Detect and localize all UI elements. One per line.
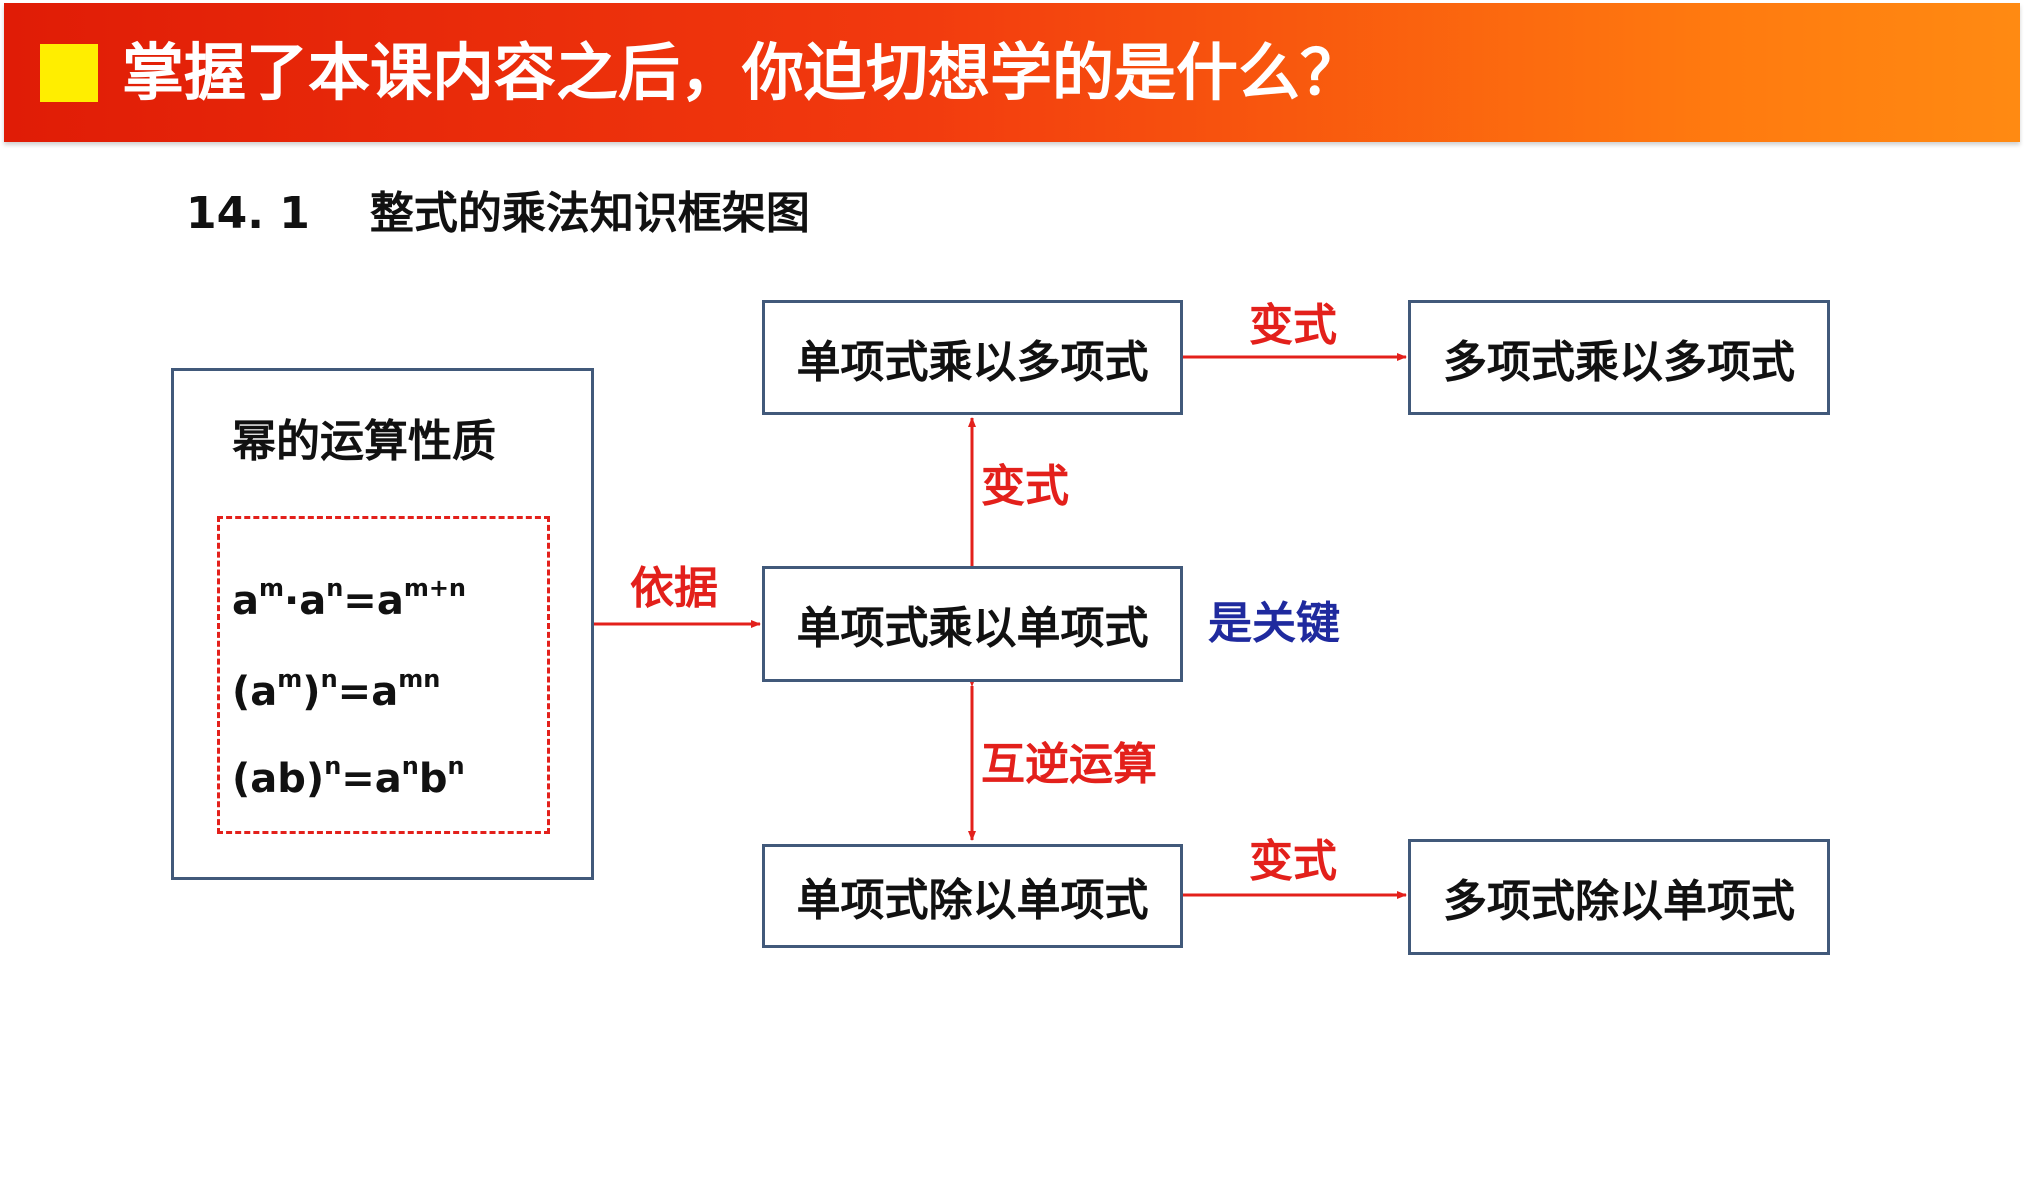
node-poly-times-poly: 多项式乘以多项式 — [1408, 300, 1830, 415]
node-mono-times-poly: 单项式乘以多项式 — [762, 300, 1183, 415]
formula-product-power-rule: (ab)n=anbn — [232, 752, 465, 802]
label-transform-top: 变式 — [1249, 300, 1337, 351]
node-mono-div-mono: 单项式除以单项式 — [762, 844, 1183, 948]
label-key: 是关键 — [1208, 598, 1340, 649]
label-inverse: 互逆运算 — [981, 739, 1157, 790]
label-transform-mid: 变式 — [981, 461, 1069, 512]
node-mono-times-mono: 单项式乘以单项式 — [762, 566, 1183, 682]
formula-power-rule: (am)n=amn — [232, 665, 441, 715]
section-title: 整式的乘法知识框架图 — [369, 188, 810, 239]
section-number: 14. 1 — [186, 188, 310, 239]
power-properties-box — [171, 368, 594, 880]
title-bar: 掌握了本课内容之后，你迫切想学的是什么？ — [4, 3, 2020, 142]
diagram-heading: 14. 1 整式的乘法知识框架图 — [186, 186, 810, 242]
title-square-icon — [40, 44, 98, 102]
label-basis: 依据 — [630, 563, 718, 614]
formula-product-rule: am·an=am+n — [232, 574, 467, 624]
power-properties-title: 幂的运算性质 — [232, 416, 496, 467]
label-transform-bottom: 变式 — [1249, 836, 1337, 887]
formula-dashed-box — [217, 516, 550, 834]
page-title: 掌握了本课内容之后，你迫切想学的是什么？ — [122, 36, 1363, 109]
node-poly-div-mono: 多项式除以单项式 — [1408, 839, 1830, 955]
